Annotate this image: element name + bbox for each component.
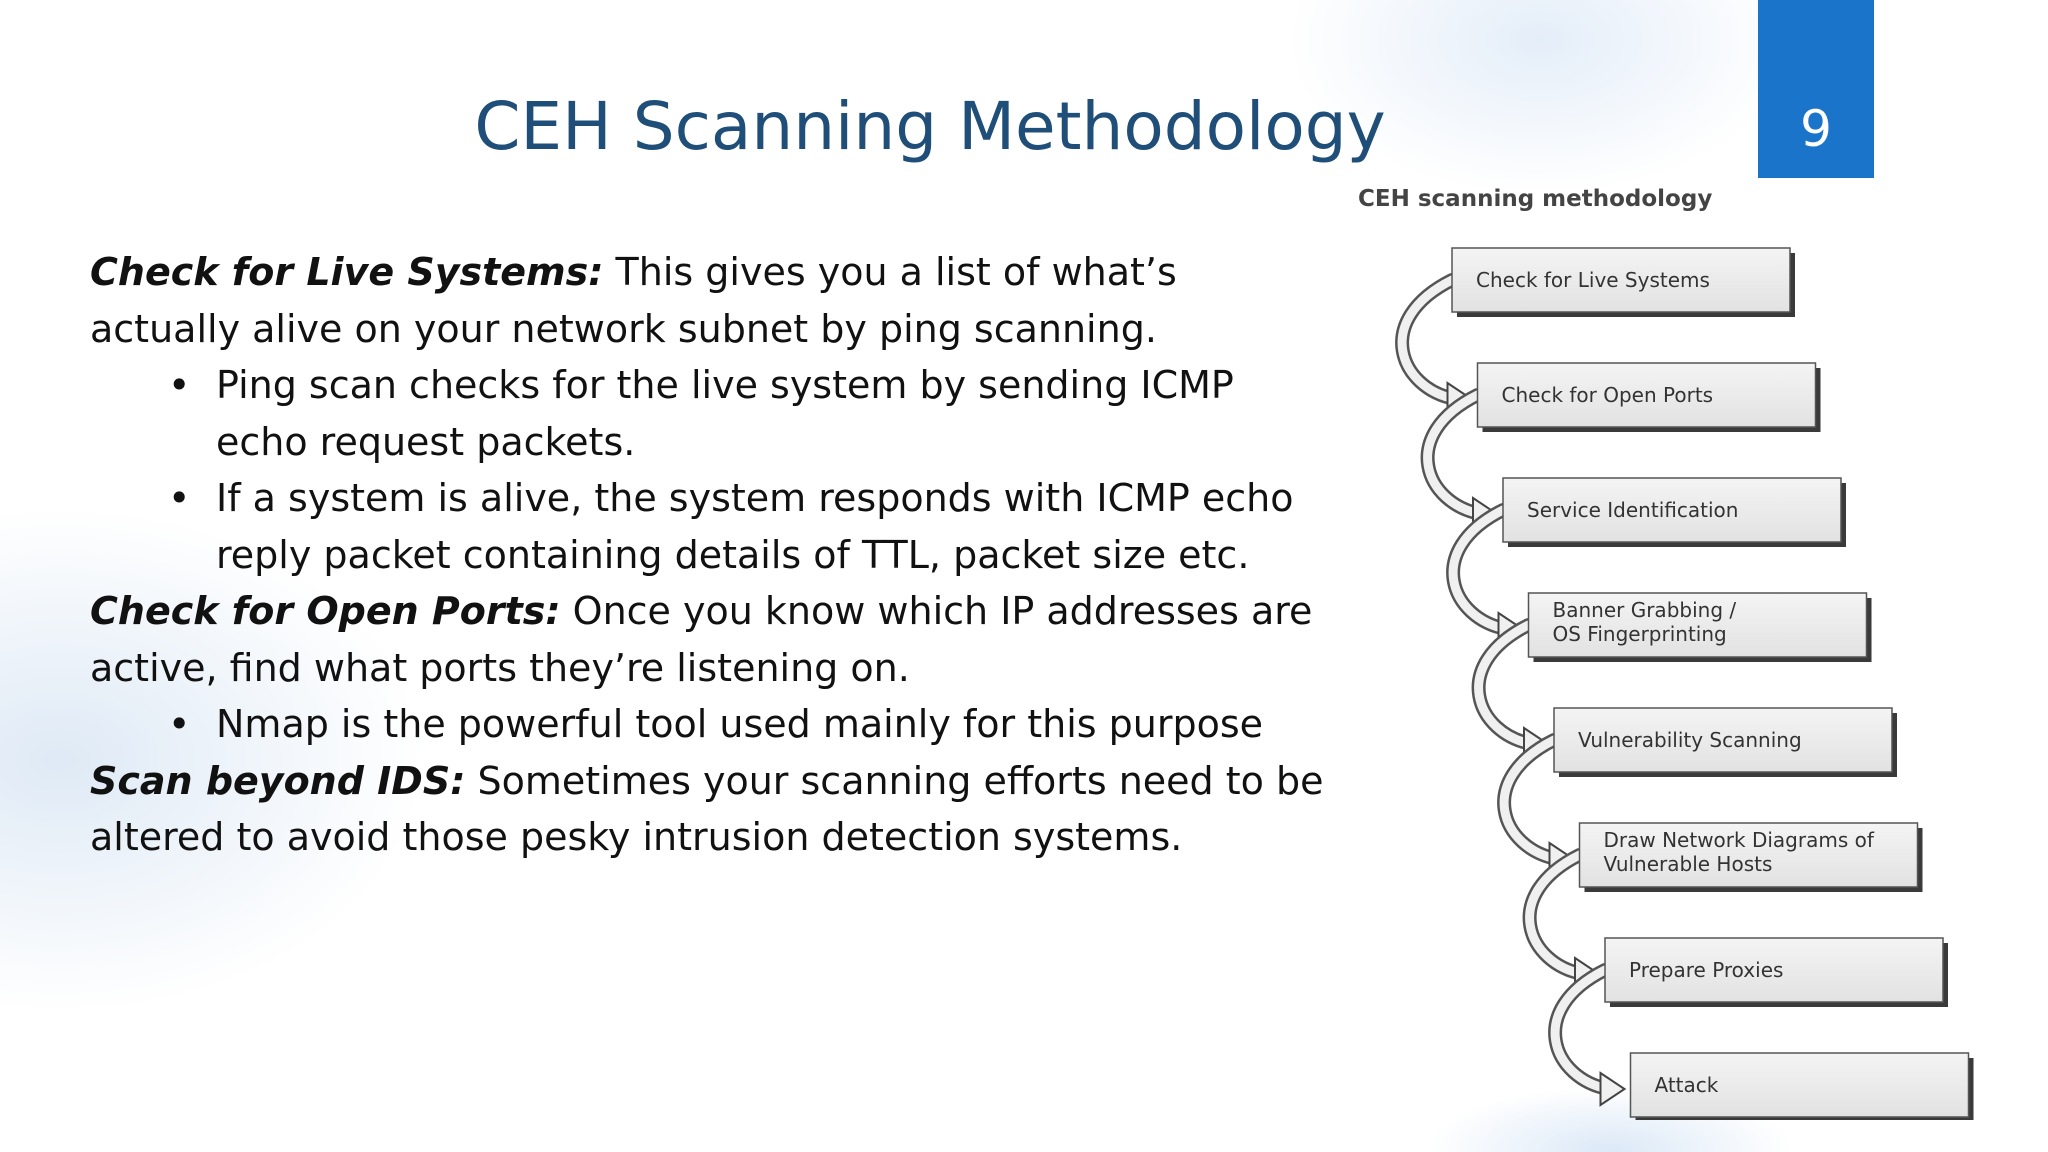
bullet-item: • Nmap is the powerful tool used mainly f… xyxy=(168,696,1330,753)
flow-arrow-fill xyxy=(1525,850,1588,979)
bullet-text: Nmap is the powerful tool used mainly fo… xyxy=(216,702,1264,746)
methodology-step: Check for Live Systems xyxy=(1451,247,1795,317)
bullet-list: • Ping scan checks for the live system by… xyxy=(90,357,1330,583)
methodology-step: Banner Grabbing /OS Fingerprinting xyxy=(1527,592,1872,662)
bullet-text: Ping scan checks for the live system by … xyxy=(216,363,1234,464)
bullet-text: If a system is alive, the system respond… xyxy=(216,476,1294,577)
step-label: Check for Live Systems xyxy=(1476,268,1710,292)
bullet-dot: • xyxy=(168,363,191,407)
step-box xyxy=(1502,477,1842,543)
section-open-ports: Check for Open Ports: Once you know whic… xyxy=(90,583,1330,696)
bullet-dot: • xyxy=(168,702,191,746)
bullet-item: • Ping scan checks for the live system by… xyxy=(168,357,1330,470)
slide-body: Check for Live Systems: This gives you a… xyxy=(90,244,1330,866)
flow-arrow-fill xyxy=(1397,275,1460,404)
step-box xyxy=(1578,822,1919,888)
bullet-list: • Nmap is the powerful tool used mainly f… xyxy=(90,696,1330,753)
step-box xyxy=(1527,592,1868,658)
section-scan-beyond-ids: Scan beyond IDS: Sometimes your scanning… xyxy=(90,753,1330,866)
slide-title: CEH Scanning Methodology xyxy=(474,88,1386,165)
step-label: Service Identification xyxy=(1527,498,1738,522)
step-label: Draw Network Diagrams of xyxy=(1604,828,1875,852)
step-box xyxy=(1604,937,1944,1003)
flow-arrows xyxy=(1395,273,1627,1107)
slide-number: 9 xyxy=(1800,100,1832,158)
flow-arrow-fill xyxy=(1423,390,1486,519)
step-label: OS Fingerprinting xyxy=(1553,622,1727,646)
section-heading: Scan beyond IDS: xyxy=(90,758,466,803)
section-heading: Check for Live Systems: xyxy=(90,250,604,294)
step-box xyxy=(1451,247,1791,313)
section-text: This gives you a list of what’s actually… xyxy=(90,250,1177,351)
methodology-step: Vulnerability Scanning xyxy=(1553,707,1897,777)
methodology-step: Service Identification xyxy=(1502,477,1846,547)
section-heading: Check for Open Ports: xyxy=(90,589,561,633)
section-live-systems: Check for Live Systems: This gives you a… xyxy=(90,244,1330,357)
step-label: Attack xyxy=(1655,1073,1719,1097)
flow-arrow-fill xyxy=(1550,965,1613,1094)
bullet-item: • If a system is alive, the system respon… xyxy=(168,470,1330,583)
step-box xyxy=(1476,362,1817,428)
slide-number-badge: 9 xyxy=(1758,0,1874,178)
step-box xyxy=(1553,707,1893,773)
flow-arrow-fill xyxy=(1499,735,1562,864)
step-label: Vulnerability Scanning xyxy=(1578,728,1802,752)
step-label: Banner Grabbing / xyxy=(1553,598,1737,622)
methodology-step: Prepare Proxies xyxy=(1604,937,1948,1007)
bullet-dot: • xyxy=(168,476,191,520)
flow-arrow-fill xyxy=(1448,505,1511,634)
step-label: Check for Open Ports xyxy=(1502,383,1714,407)
flow-arrow-head-icon xyxy=(1599,1071,1627,1107)
section-text: Once you know which IP addresses are act… xyxy=(90,589,1313,690)
step-box xyxy=(1629,1052,1970,1118)
section-text: Sometimes your scanning efforts need to … xyxy=(90,758,1324,860)
flow-arrow-fill xyxy=(1474,620,1537,749)
diagram-caption: CEH scanning methodology xyxy=(1358,186,1713,212)
step-label: Prepare Proxies xyxy=(1629,958,1783,982)
methodology-step: Attack xyxy=(1629,1052,1974,1120)
methodology-step: Check for Open Ports xyxy=(1476,362,1821,432)
step-label: Vulnerable Hosts xyxy=(1604,852,1773,876)
